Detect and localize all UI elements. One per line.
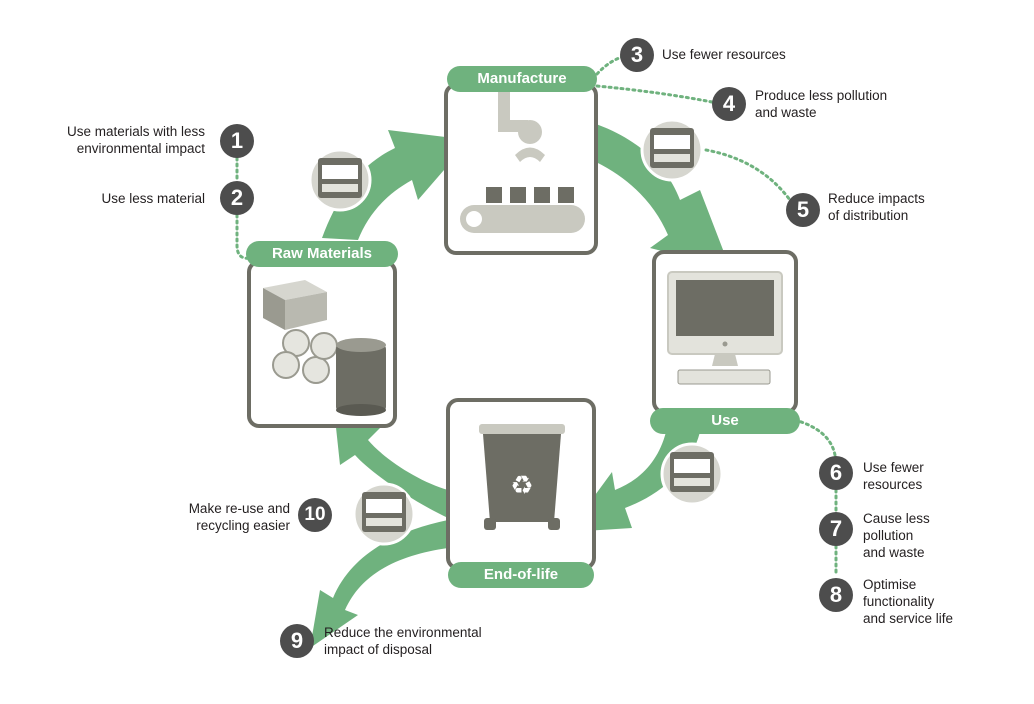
step-number: 7 (819, 512, 853, 546)
end-of-life-box: ♻ (446, 398, 596, 570)
step-number: 6 (819, 456, 853, 490)
step-text: Reduce the environmental impact of dispo… (324, 625, 482, 657)
computer-icon (667, 271, 783, 385)
step-text: Reduce impacts of distribution (828, 191, 925, 223)
step-number: 1 (220, 124, 254, 158)
stage-end-of-life: End-of-life (448, 562, 594, 588)
step-text: Cause less pollution and waste (863, 511, 930, 560)
step-number: 9 (280, 624, 314, 658)
truck-icon (660, 442, 724, 506)
stage-manufacture: Manufacture (447, 66, 597, 92)
truck-icon (640, 118, 704, 182)
step-number: 8 (819, 578, 853, 612)
raw-materials-icon (263, 280, 386, 416)
step-number: 3 (620, 38, 654, 72)
truck-icon (308, 148, 372, 212)
step-number: 10 (298, 498, 332, 532)
step-text: Use fewer resources (863, 460, 924, 492)
factory-robot-arm-icon (460, 90, 585, 233)
step-text: Produce less pollution and waste (755, 88, 888, 120)
raw-materials-box (247, 260, 397, 428)
stage-raw-materials: Raw Materials (246, 241, 398, 267)
manufacture-box (444, 83, 598, 255)
step-number: 4 (712, 87, 746, 121)
step-text: Use materials with less environmental im… (66, 124, 205, 156)
step-text: Use less material (101, 191, 205, 206)
step-text: Use fewer resources (662, 47, 786, 62)
truck-icon (352, 482, 416, 546)
use-box (652, 250, 798, 414)
svg-text:♻: ♻ (510, 471, 533, 501)
step-number: 5 (786, 193, 820, 227)
stage-use: Use (650, 408, 800, 434)
step-number: 2 (220, 181, 254, 215)
recycling-bin-icon: ♻ (479, 424, 565, 530)
step-text: Optimise functionality and service life (863, 577, 954, 626)
step-text: Make re-use and recycling easier (188, 501, 290, 533)
